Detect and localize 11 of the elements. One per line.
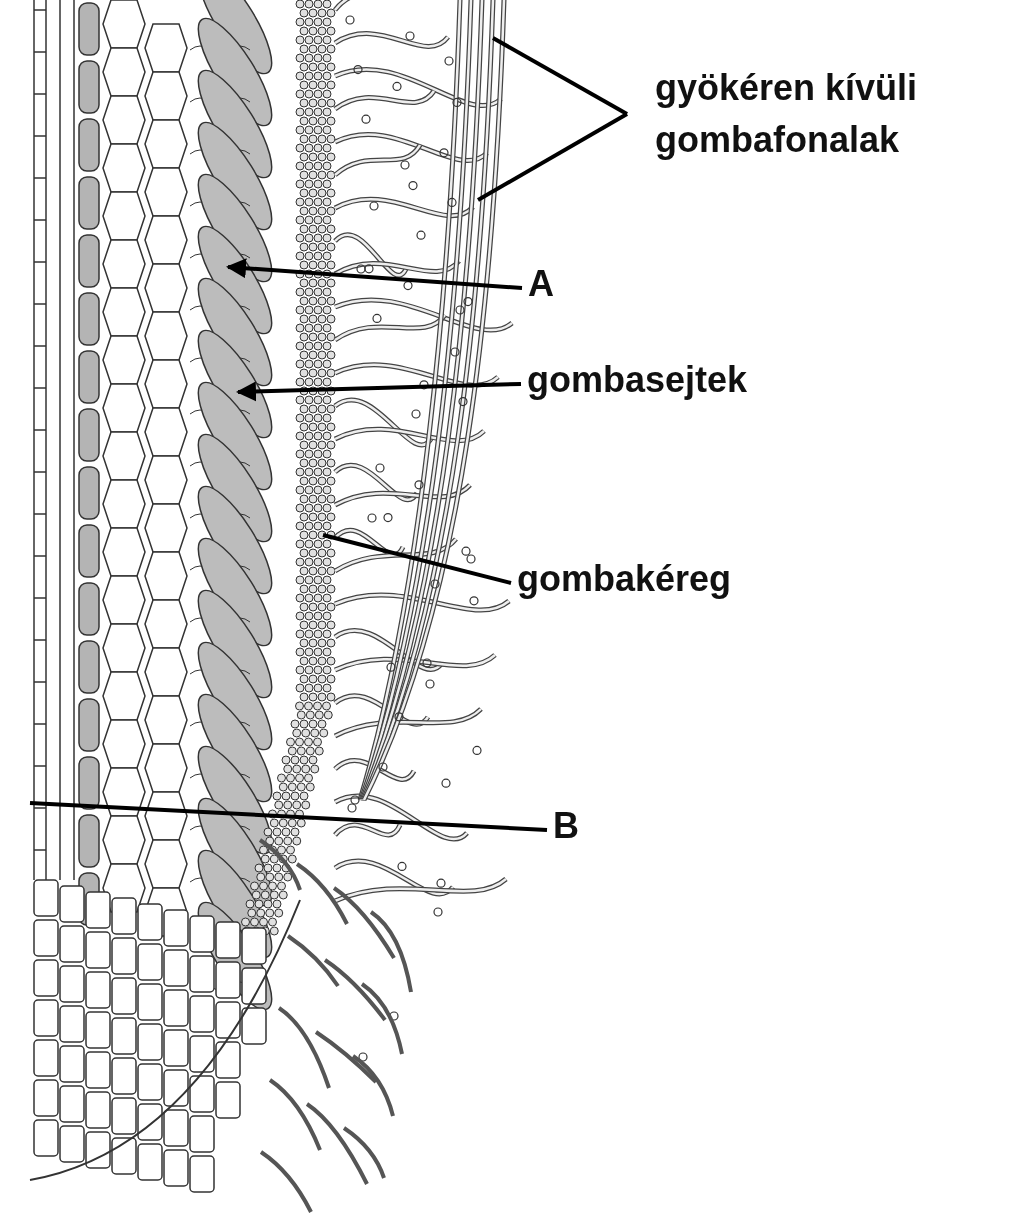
leader-line: [236, 381, 522, 402]
leader-line: [477, 112, 628, 202]
label-text: gombasejtek: [527, 354, 748, 406]
leader-line: [322, 533, 512, 585]
leader-line: [226, 258, 523, 290]
label-text: B: [553, 800, 579, 852]
leader-line: [29, 801, 548, 832]
label-text: gombakéreg: [517, 553, 732, 605]
label-text: gyökéren kívüli gombafonalak: [655, 62, 975, 166]
label-text: A: [528, 258, 554, 310]
leader-line: [492, 36, 628, 116]
